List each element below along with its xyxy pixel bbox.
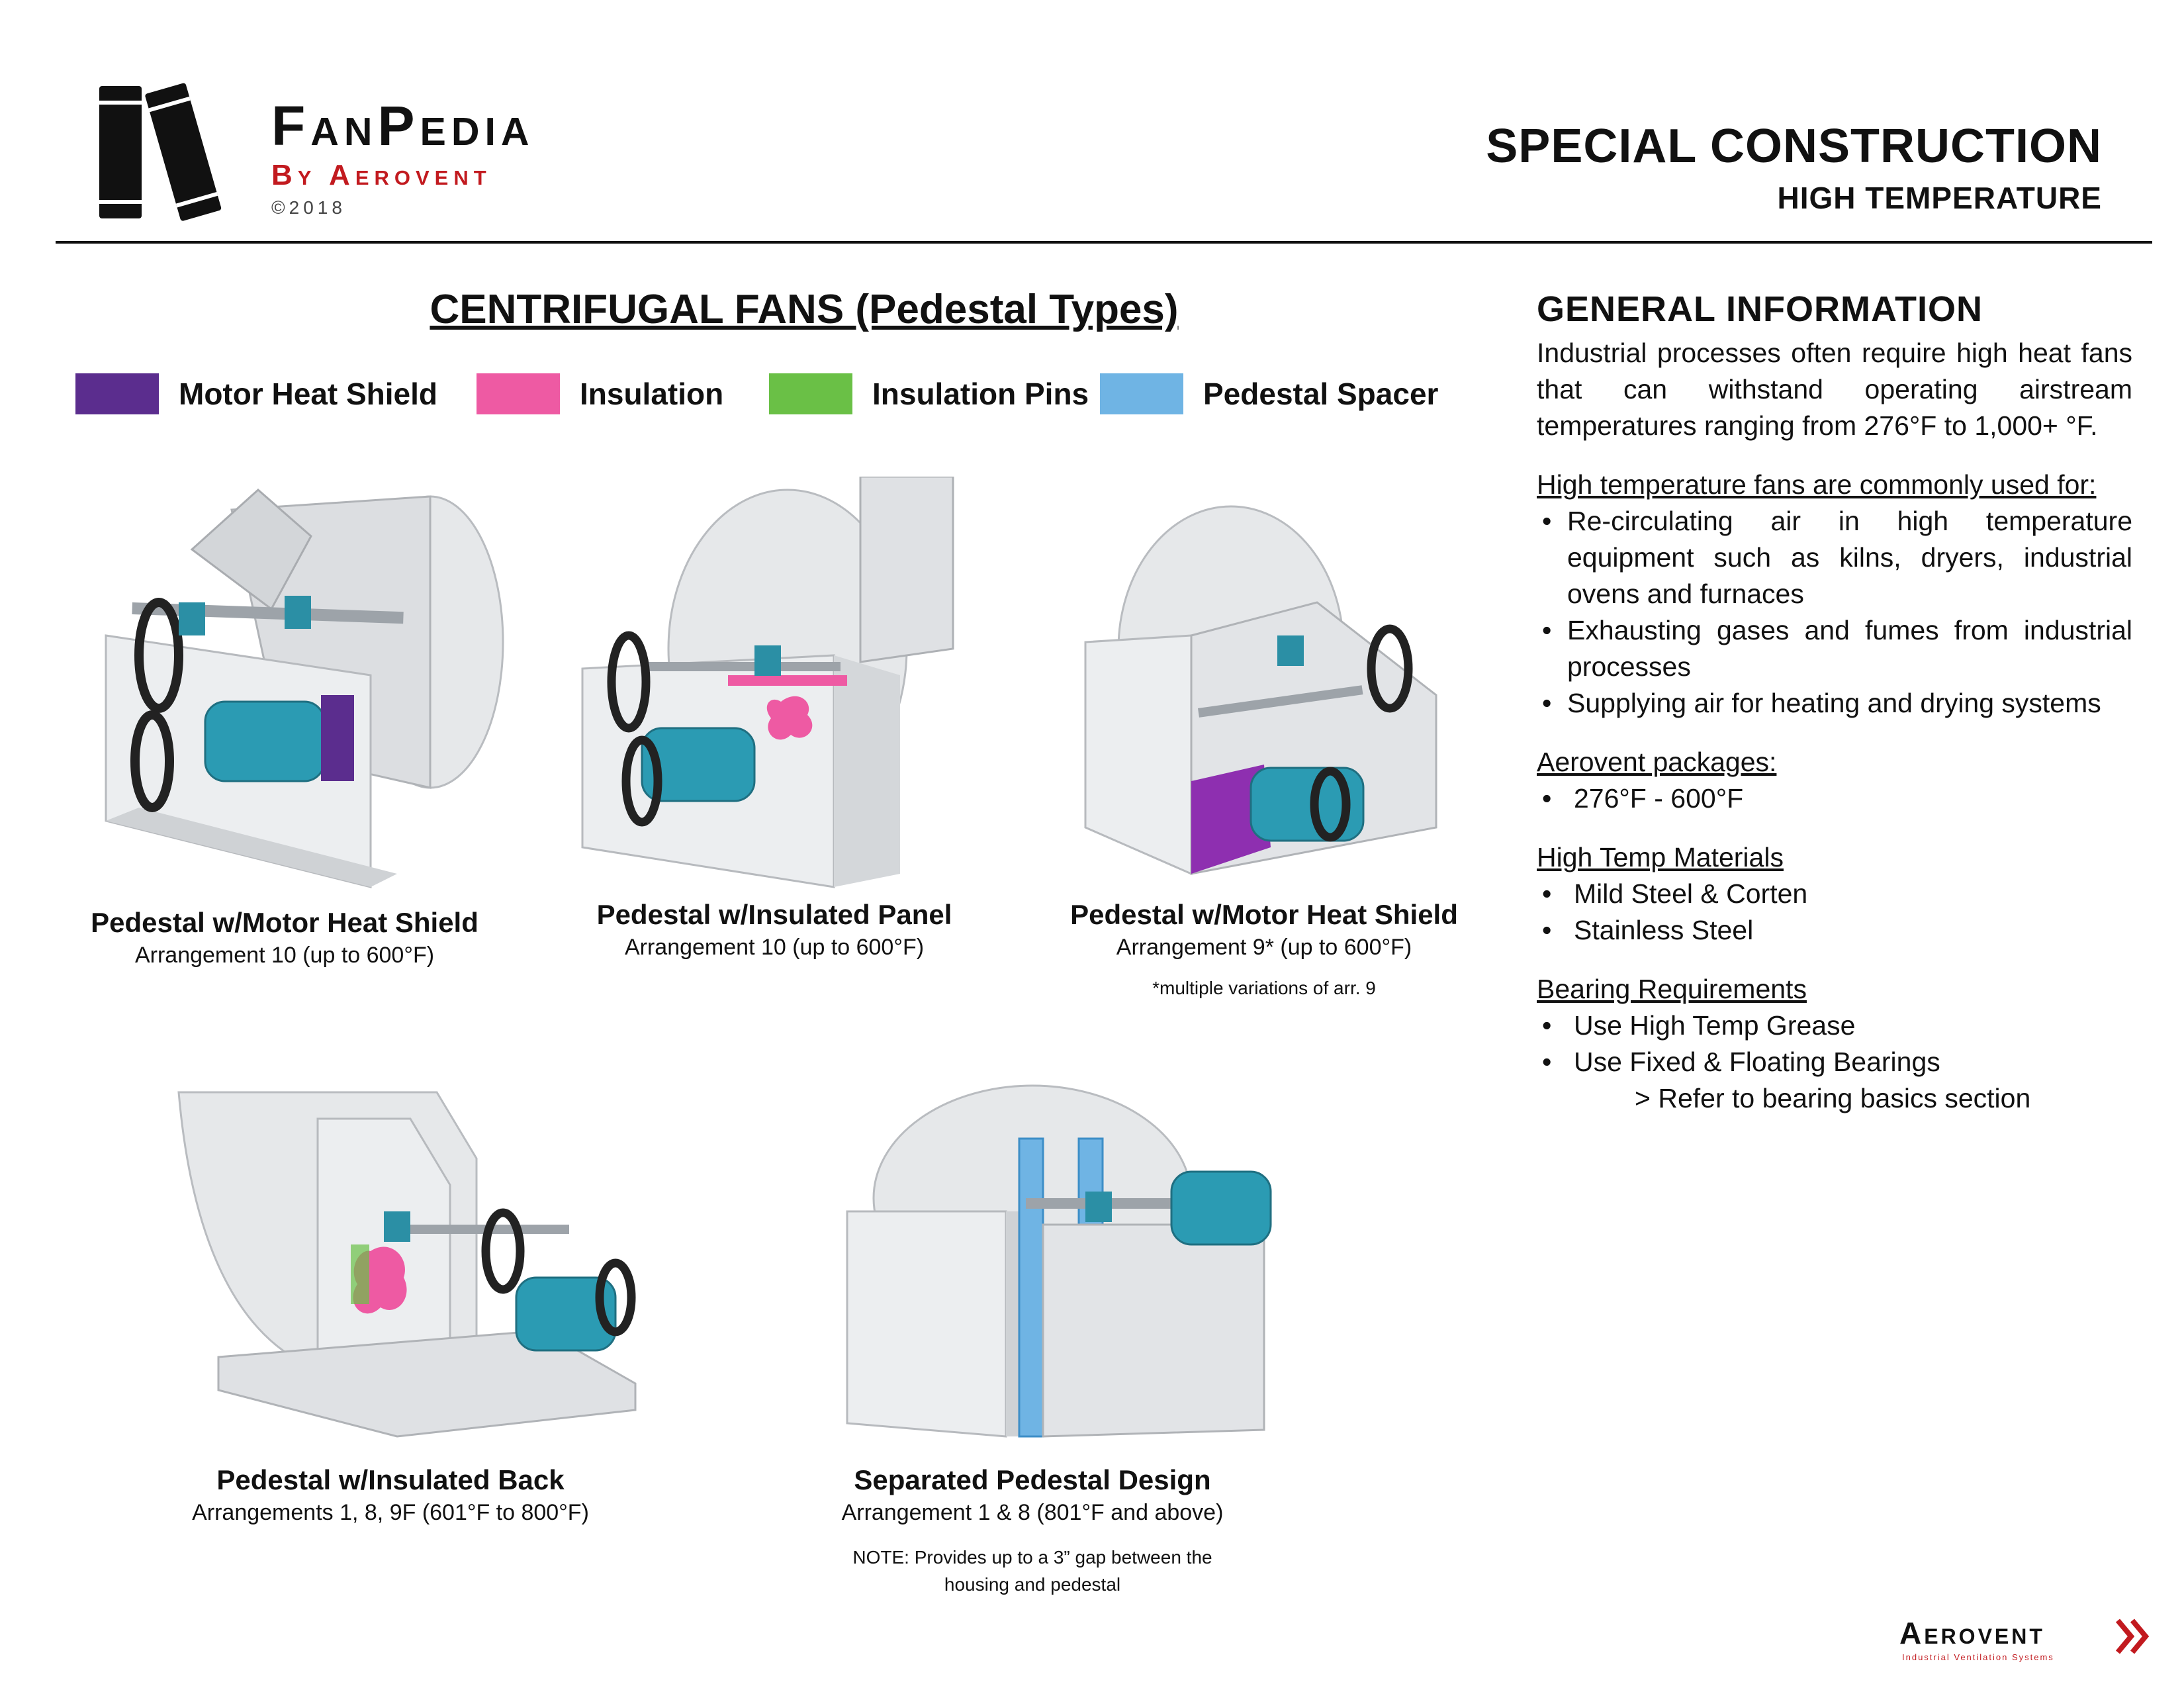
list-item: Use High Temp Grease [1537,1008,2132,1044]
fan-arrangement: Arrangement 9* (up to 600°F) [1116,935,1412,960]
packages-heading: Aerovent packages: [1537,747,1777,777]
list-item: Exhausting gases and fumes from industri… [1537,612,2132,685]
legend: Motor Heat Shield Insulation Insulation … [75,372,1479,416]
materials-list: Mild Steel & Corten Stainless Steel [1537,876,2132,949]
fan-note: *multiple variations of arr. 9 [1152,978,1376,998]
fan-illustration-separated-pedestal [846,1084,1272,1438]
fan-caption-3: Pedestal w/Motor Heat Shield Arrangement… [1032,899,1496,1002]
list-item: Use Fixed & Floating Bearings [1537,1044,2132,1080]
page-title: SPECIAL CONSTRUCTION [1486,120,2102,173]
fan-caption-1: Pedestal w/Motor Heat Shield Arrangement… [73,907,496,968]
fan-title: Pedestal w/Motor Heat Shield [91,907,478,938]
legend-swatch [769,373,852,414]
header-divider [56,241,2152,244]
list-item: Stainless Steel [1537,912,2132,949]
books-icon [99,83,222,221]
legend-swatch [75,373,159,414]
legend-label: Insulation Pins [872,377,1089,411]
materials-heading: High Temp Materials [1537,842,1784,872]
company-name: Aerovent [1899,1616,2045,1650]
fan-illustration-insulated-panel-arr10 [581,477,954,888]
page-subtitle: HIGH TEMPERATURE [1777,181,2102,215]
list-item: Mild Steel & Corten [1537,876,2132,912]
aerovent-logo: Aerovent Industrial Ventilation Systems [1899,1615,2151,1662]
fan-illustration-insulated-back [177,1091,637,1438]
chevron-right-icon [2115,1618,2150,1654]
list-item: Supplying air for heating and drying sys… [1537,685,2132,722]
bearing-refer: > Refer to bearing basics section [1635,1083,2031,1113]
fan-title: Pedestal w/Insulated Panel [596,899,952,930]
uses-list: Re-circulating air in high temperature e… [1537,503,2132,722]
brand-subtitle: By Aerovent [271,159,492,191]
fan-arrangement: Arrangement 10 (up to 600°F) [624,935,925,960]
fan-arrangement: Arrangement 1 & 8 (801°F and above) [841,1500,1224,1525]
list-item: 276°F - 600°F [1537,780,2132,817]
bearing-heading: Bearing Requirements [1537,974,1807,1004]
legend-label: Pedestal Spacer [1203,377,1439,411]
fan-title: Pedestal w/Motor Heat Shield [1070,899,1458,930]
legend-swatch [1100,373,1183,414]
fanpedia-logo: FanPedia By Aerovent ©2018 [98,78,760,230]
fan-arrangement: Arrangements 1, 8, 9F (601°F to 800°F) [192,1500,589,1525]
legend-item-insulation-pins: Insulation Pins [769,372,1089,416]
page-heading: SPECIAL CONSTRUCTION HIGH TEMPERATURE [1486,119,2102,216]
uses-heading: High temperature fans are commonly used … [1537,469,2097,500]
fan-caption-2: Pedestal w/Insulated Panel Arrangement 1… [563,899,986,961]
copyright: ©2018 [271,197,346,218]
bearing-list: Use High Temp Grease Use Fixed & Floatin… [1537,1008,2132,1080]
fan-illustration-motor-heat-shield-arr9 [1084,505,1437,876]
legend-swatch [477,373,560,414]
fan-title: Separated Pedestal Design [854,1464,1211,1495]
fan-caption-5: Separated Pedestal Design Arrangement 1 … [814,1464,1251,1598]
fan-note-line-1: NOTE: Provides up to a 3” gap between th… [852,1547,1212,1568]
fan-caption-4: Pedestal w/Insulated Back Arrangements 1… [139,1464,642,1526]
legend-item-motor-heat-shield: Motor Heat Shield [75,372,437,416]
legend-item-pedestal-spacer: Pedestal Spacer [1100,372,1438,416]
info-heading: GENERAL INFORMATION [1537,289,1983,329]
fan-title: Pedestal w/Insulated Back [216,1464,565,1495]
legend-item-insulation: Insulation [477,372,723,416]
fan-illustration-motor-heat-shield-arr10 [105,488,504,888]
fan-note-line-2: housing and pedestal [944,1573,1121,1595]
section-title: CENTRIFUGAL FANS (Pedestal Types) [430,287,1179,332]
fan-arrangement: Arrangement 10 (up to 600°F) [134,943,435,968]
list-item: Re-circulating air in high temperature e… [1537,503,2132,612]
fan-note: NOTE: Provides up to a 3” gap between th… [814,1544,1251,1598]
company-tagline: Industrial Ventilation Systems [1902,1652,2054,1662]
legend-label: Motor Heat Shield [179,377,438,411]
packages-list: 276°F - 600°F [1537,780,2132,817]
legend-label: Insulation [580,377,724,411]
info-intro: Industrial processes often require high … [1537,338,2132,441]
general-information: GENERAL INFORMATION Industrial processes… [1537,289,2132,1117]
brand-title: FanPedia [271,95,535,157]
